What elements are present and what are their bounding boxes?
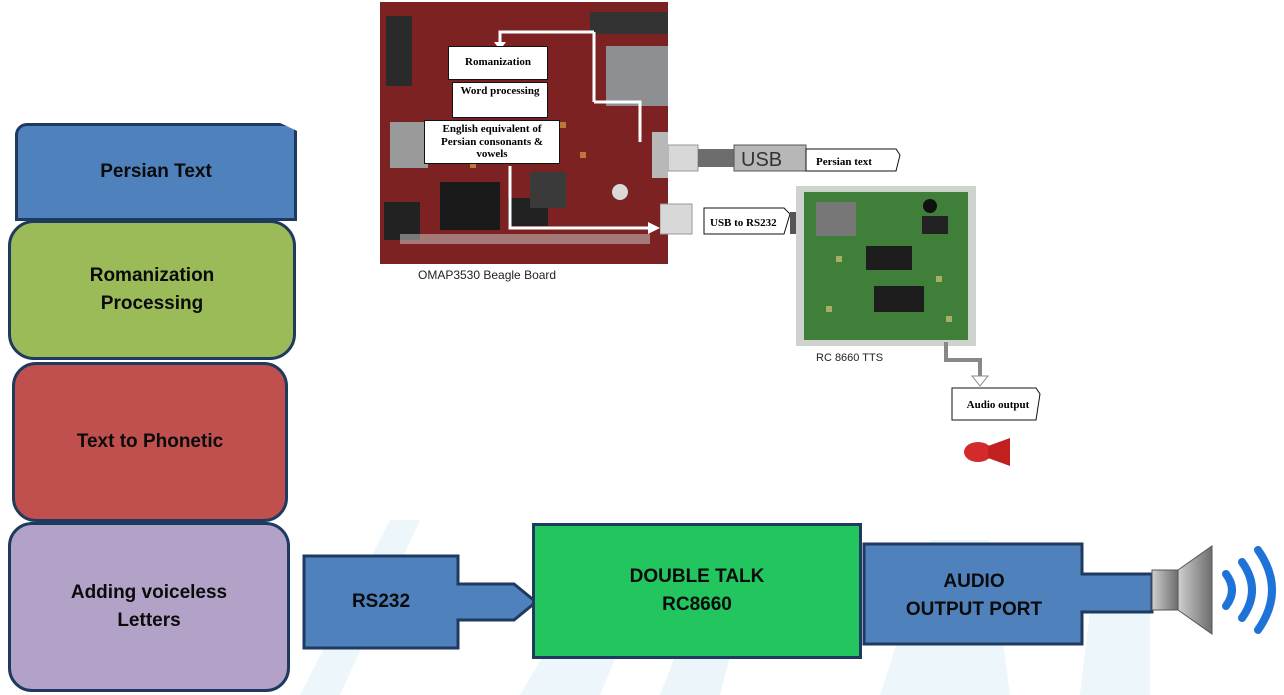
beagle-board-graphic: [380, 2, 668, 264]
text-to-phonetic-box: Text to Phonetic: [12, 362, 288, 522]
romanization-processing-label: Romanization Processing: [89, 265, 215, 314]
persian-text-box: Persian Text: [15, 123, 297, 221]
word-processing-callout: Word processing: [452, 82, 548, 118]
tts-board-graphic: [804, 192, 968, 340]
beagle-board-caption: OMAP3530 Beagle Board: [418, 268, 557, 282]
double-talk-block: DOUBLE TALK RC8660: [532, 523, 862, 659]
rc8660-tts-photo: [796, 186, 976, 346]
persian-text-label: Persian Text: [100, 161, 212, 183]
audio-output-callout: Audio output: [966, 399, 1030, 411]
romanization-processing-box: Romanization Processing: [8, 220, 296, 360]
audio-output-graphic: [944, 342, 1041, 466]
rs232-arrow: [302, 554, 539, 650]
beagle-board-photo: Romanization Word processing English equ…: [380, 2, 668, 264]
text-to-phonetic-label: Text to Phonetic: [76, 431, 224, 453]
usb-connector-graphic: USB Persian text: [668, 144, 901, 172]
double-talk-line2: RC8660: [662, 594, 732, 615]
audio-port-line1: AUDIO: [943, 570, 1005, 592]
english-equivalent-callout: English equivalent of Persian consonants…: [424, 120, 560, 164]
audio-output-port-label-box: AUDIO OUTPUT PORT: [864, 548, 1084, 644]
rc8660-tts-caption: RC 8660 TTS: [816, 352, 884, 364]
double-talk-line1: DOUBLE TALK: [629, 565, 765, 587]
persian-text-callout: Persian text: [816, 156, 872, 168]
usb-to-rs232-label: USB to RS232: [710, 217, 777, 229]
usb-label: USB: [741, 149, 782, 171]
speaker-icon: [1151, 545, 1276, 635]
rs232-label-box: RS232: [304, 556, 458, 648]
rs232-label: RS232: [351, 590, 411, 612]
adding-voiceless-letters-label: Adding voiceless Letters: [70, 582, 228, 631]
adding-voiceless-letters-box: Adding voiceless Letters: [8, 522, 290, 692]
audio-port-line2: OUTPUT PORT: [905, 599, 1043, 620]
audio-output-port-arrow: [862, 542, 1154, 646]
usb-to-rs232-graphic: USB to RS232: [660, 203, 812, 235]
romanization-callout: Romanization: [448, 46, 548, 80]
